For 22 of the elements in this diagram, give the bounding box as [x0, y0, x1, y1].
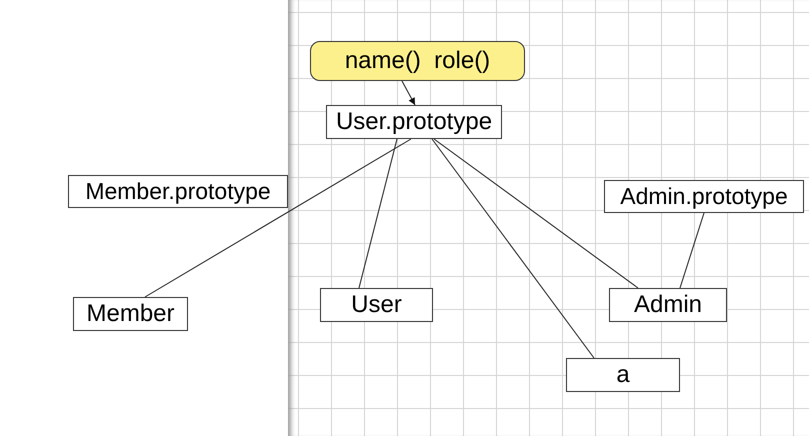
- object-box: [73, 297, 188, 331]
- note-box: [310, 41, 525, 81]
- object-box: [604, 180, 804, 213]
- object-box: [609, 288, 727, 322]
- node-label: User: [351, 293, 402, 317]
- connector-line: [434, 138, 638, 288]
- object-box: [326, 105, 502, 139]
- connector-line: [144, 138, 412, 298]
- object-box: [68, 175, 288, 208]
- node-label: a: [616, 363, 630, 387]
- node-label: Member.prototype: [85, 180, 271, 203]
- connector-line: [432, 138, 594, 358]
- arrow: [402, 80, 416, 106]
- node-label: name() role(): [344, 49, 490, 73]
- connector-line: [680, 212, 704, 288]
- node-label: Admin: [634, 293, 702, 317]
- node-label: Admin.prototype: [620, 185, 788, 208]
- connector-line: [358, 138, 398, 288]
- node-label: User.prototype: [336, 110, 492, 134]
- object-box: [320, 288, 433, 322]
- node-label: Member: [86, 302, 175, 326]
- object-box: [566, 358, 680, 392]
